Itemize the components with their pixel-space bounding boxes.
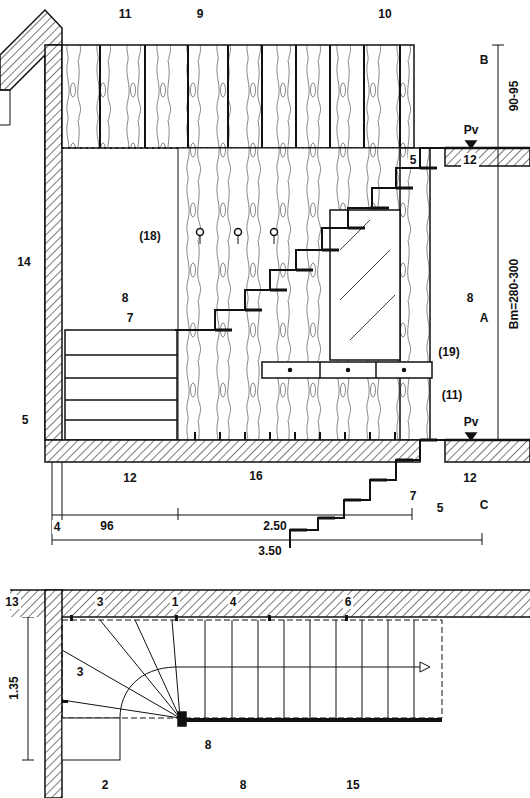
callout-number: 9: [195, 7, 206, 21]
callout-number: 15: [344, 778, 361, 792]
callout-number: 2: [100, 778, 111, 792]
callout-number: 96: [98, 519, 115, 533]
callout-number: 90-95: [507, 79, 521, 114]
callout-number: 4: [228, 595, 239, 609]
callout-number: 6: [343, 595, 354, 609]
callout-number: 8: [238, 778, 249, 792]
callout-number: (11): [440, 388, 465, 402]
callout-number: 4: [52, 520, 63, 534]
callout-number: 1: [170, 595, 181, 609]
callout-number: (19): [436, 345, 461, 359]
callout-number: Bm=280-300: [507, 257, 521, 331]
callout-number: Pv: [462, 415, 481, 429]
callout-number: 7: [125, 311, 136, 325]
callout-number: 12: [121, 471, 138, 485]
callout-number: 5: [435, 501, 446, 515]
callout-number: 8: [120, 291, 131, 305]
callout-number: 8: [203, 738, 214, 752]
callout-number: 1.35: [7, 674, 21, 701]
callout-number: 5: [20, 413, 31, 427]
callout-number: B: [478, 53, 491, 67]
callout-number: 2.50: [261, 519, 288, 533]
callout-number: 13: [3, 595, 20, 609]
callout-number: 12: [461, 153, 478, 167]
callout-number: A: [478, 311, 491, 325]
callout-number: 10: [376, 7, 393, 21]
callout-number: 11: [117, 7, 134, 21]
callout-number: 7: [408, 489, 419, 503]
callout-number: 3: [75, 665, 86, 679]
callout-number: 3: [95, 595, 106, 609]
callout-number: (18): [137, 229, 162, 243]
callout-number: 5: [408, 153, 419, 167]
callout-number: 3.50: [256, 544, 283, 558]
callout-number: C: [478, 498, 491, 512]
callout-number: Pv: [462, 123, 481, 137]
callout-number: 12: [461, 471, 478, 485]
callout-number: 8: [465, 291, 476, 305]
callout-number: 14: [15, 255, 32, 269]
callout-number: 16: [247, 469, 264, 483]
